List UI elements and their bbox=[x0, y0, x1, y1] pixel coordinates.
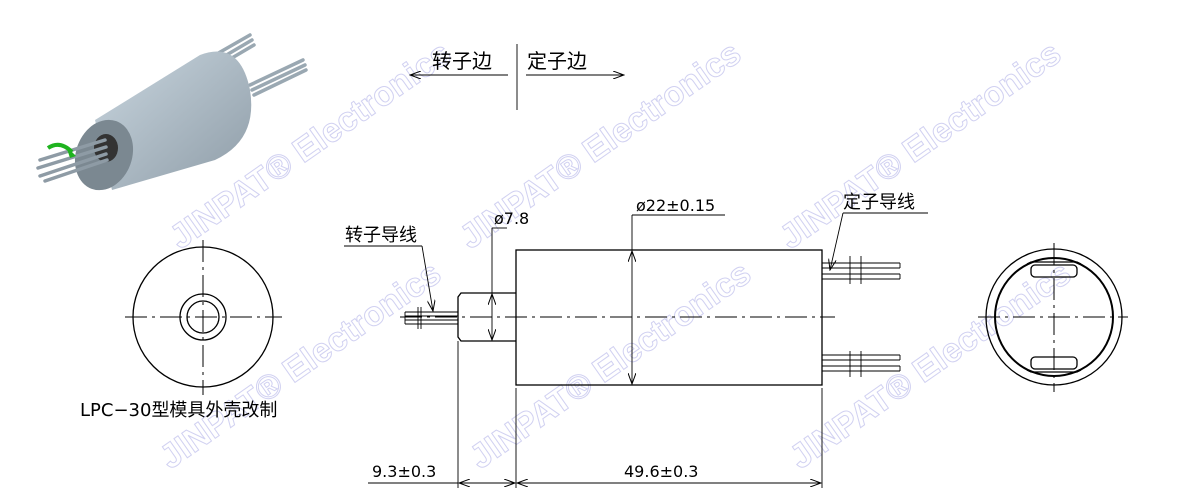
body-length-dim: 49.6±0.3 bbox=[624, 462, 698, 481]
right-end-view bbox=[978, 243, 1128, 392]
hub-diameter-dim: ø7.8 bbox=[494, 209, 529, 228]
hub-length-dim: 9.3±0.3 bbox=[372, 462, 436, 481]
stator-wire-label: 定子导线 bbox=[843, 192, 915, 213]
stator-side-label: 定子边 bbox=[527, 49, 587, 73]
body-diameter-dim: ø22±0.15 bbox=[636, 196, 715, 215]
caption: LPC−30型模具外壳改制 bbox=[80, 400, 277, 421]
side-indicator: 转子边 定子边 bbox=[410, 44, 624, 110]
svg-text:JINPAT® Electronics: JINPAT® Electronics bbox=[153, 254, 448, 477]
left-end-view: LPC−30型模具外壳改制 bbox=[80, 240, 282, 421]
rotor-wire-label: 转子导线 bbox=[345, 225, 417, 246]
dimensions: ø22±0.15 ø7.8 转子导线 定子导线 9.3±0.3 49.6±0.3 bbox=[344, 192, 928, 488]
svg-text:JINPAT® Electronics: JINPAT® Electronics bbox=[463, 254, 758, 477]
side-view bbox=[400, 249, 901, 386]
rotor-side-label: 转子边 bbox=[432, 49, 492, 73]
watermark: JINPAT® Electronics JINPAT® Electronics … bbox=[152, 34, 1078, 478]
isometric-view bbox=[36, 33, 308, 191]
svg-text:JINPAT® Electronics: JINPAT® Electronics bbox=[773, 34, 1068, 257]
svg-text:JINPAT® Electronics: JINPAT® Electronics bbox=[783, 254, 1078, 477]
